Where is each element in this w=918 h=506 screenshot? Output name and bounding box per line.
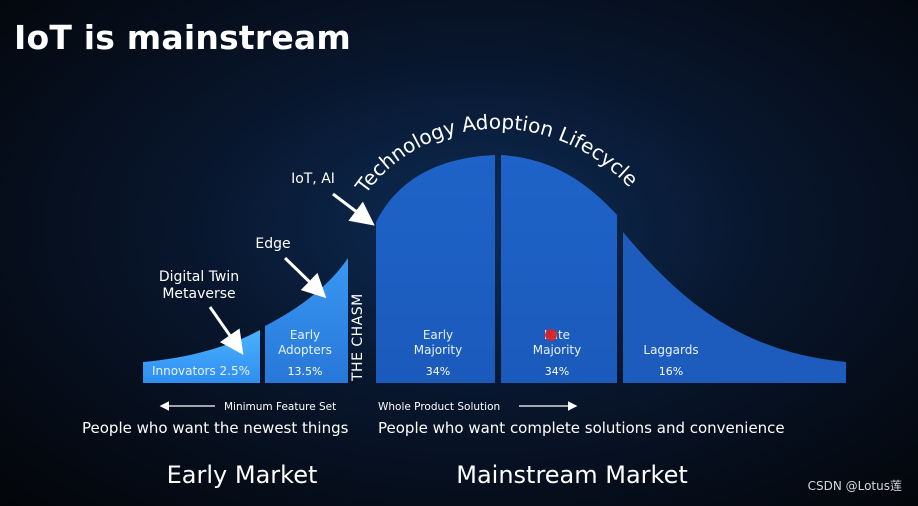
arrow-edge bbox=[283, 256, 327, 299]
segment-pct-early-majority: 34% bbox=[426, 365, 450, 378]
desc-mainstream-market: People who want complete solutions and c… bbox=[378, 419, 785, 437]
annotation-digital-twin: Digital Twin bbox=[159, 269, 239, 285]
annotation-metaverse: Metaverse bbox=[162, 286, 235, 302]
arrow-iot-ai bbox=[332, 192, 375, 226]
red-marker-dot bbox=[545, 329, 557, 341]
early-market-label: Early Market bbox=[167, 461, 318, 489]
segment-label-late-majority-2: Majority bbox=[533, 343, 581, 357]
caption-whole-product-solution: Whole Product Solution bbox=[378, 401, 500, 413]
arrow-digital-twin bbox=[208, 306, 244, 355]
chasm-label: THE CHASM bbox=[350, 293, 366, 382]
segment-label-early-majority-2: Majority bbox=[414, 343, 462, 357]
slide-title: IoT is mainstream bbox=[14, 18, 351, 57]
segment-late-majority bbox=[501, 155, 617, 383]
segment-early-majority bbox=[376, 155, 495, 383]
segment-early-adopters bbox=[265, 258, 348, 383]
segment-label-early-majority-1: Early bbox=[423, 328, 453, 342]
mainstream-market-label: Mainstream Market bbox=[456, 461, 688, 489]
segment-label-laggards: Laggards bbox=[643, 343, 698, 357]
watermark: CSDN @Lotus莲 bbox=[807, 479, 902, 493]
curve-title-path: Technology Adoption Lifecycle bbox=[350, 110, 643, 199]
caption-minimum-feature-set: Minimum Feature Set bbox=[224, 401, 336, 413]
curve-title: Technology Adoption Lifecycle bbox=[350, 110, 643, 199]
annotation-edge: Edge bbox=[255, 236, 290, 252]
segment-label-innovators: Innovators 2.5% bbox=[152, 364, 250, 378]
annotation-iot-ai: IoT, AI bbox=[291, 171, 335, 187]
segment-pct-laggards: 16% bbox=[659, 365, 683, 378]
segment-label-early-adopters-1: Early bbox=[290, 328, 320, 342]
segment-laggards bbox=[623, 232, 846, 383]
desc-early-market: People who want the newest things bbox=[82, 419, 349, 437]
segment-pct-early-adopters: 13.5% bbox=[288, 365, 323, 378]
segment-label-early-adopters-2: Adopters bbox=[278, 343, 332, 357]
segment-pct-late-majority: 34% bbox=[545, 365, 569, 378]
